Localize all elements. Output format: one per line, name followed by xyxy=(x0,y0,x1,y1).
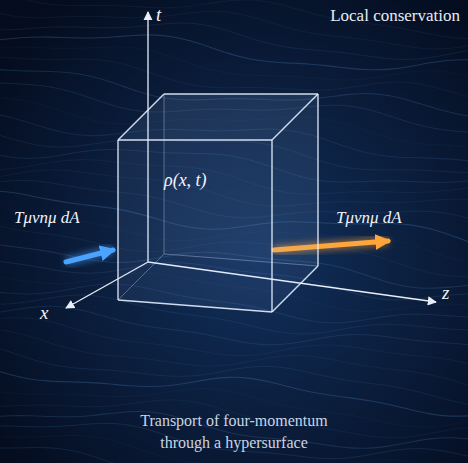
density-label: ρ(x, t) xyxy=(164,170,207,191)
flux-label: Tμνnμ dA xyxy=(336,208,402,228)
field-line xyxy=(0,57,468,97)
cube-hidden-edge xyxy=(118,254,164,300)
cube-hidden-edge xyxy=(164,254,318,266)
cube-edge xyxy=(271,140,272,312)
title: Local conservation xyxy=(330,6,460,26)
cube-edge xyxy=(118,94,164,140)
field-line xyxy=(0,318,468,364)
cube-face xyxy=(118,140,272,312)
axis-label: x xyxy=(40,302,48,324)
field-line xyxy=(0,306,468,345)
cube-edge xyxy=(117,140,118,300)
volume-cube: ρ(x, t) xyxy=(112,88,324,320)
field-line xyxy=(0,345,468,404)
axis-label: z xyxy=(442,282,449,304)
axis-label: t xyxy=(156,4,161,26)
cube-edge xyxy=(317,94,318,266)
cube-edge xyxy=(118,300,272,312)
flux-arrow xyxy=(66,250,113,262)
cube-edge xyxy=(164,93,318,94)
cube-outline xyxy=(112,88,324,320)
field-line xyxy=(0,35,468,70)
cube-edge xyxy=(272,266,318,312)
field-line xyxy=(0,23,468,59)
cube-edge xyxy=(272,94,318,140)
field-line xyxy=(0,47,468,80)
cube-face xyxy=(272,94,318,312)
flux-glow xyxy=(66,250,113,262)
caption: Transport of four-momentum through a hyp… xyxy=(124,410,344,454)
cube-edge xyxy=(118,139,272,140)
flux-label: Tμνnμ dA xyxy=(14,208,80,228)
